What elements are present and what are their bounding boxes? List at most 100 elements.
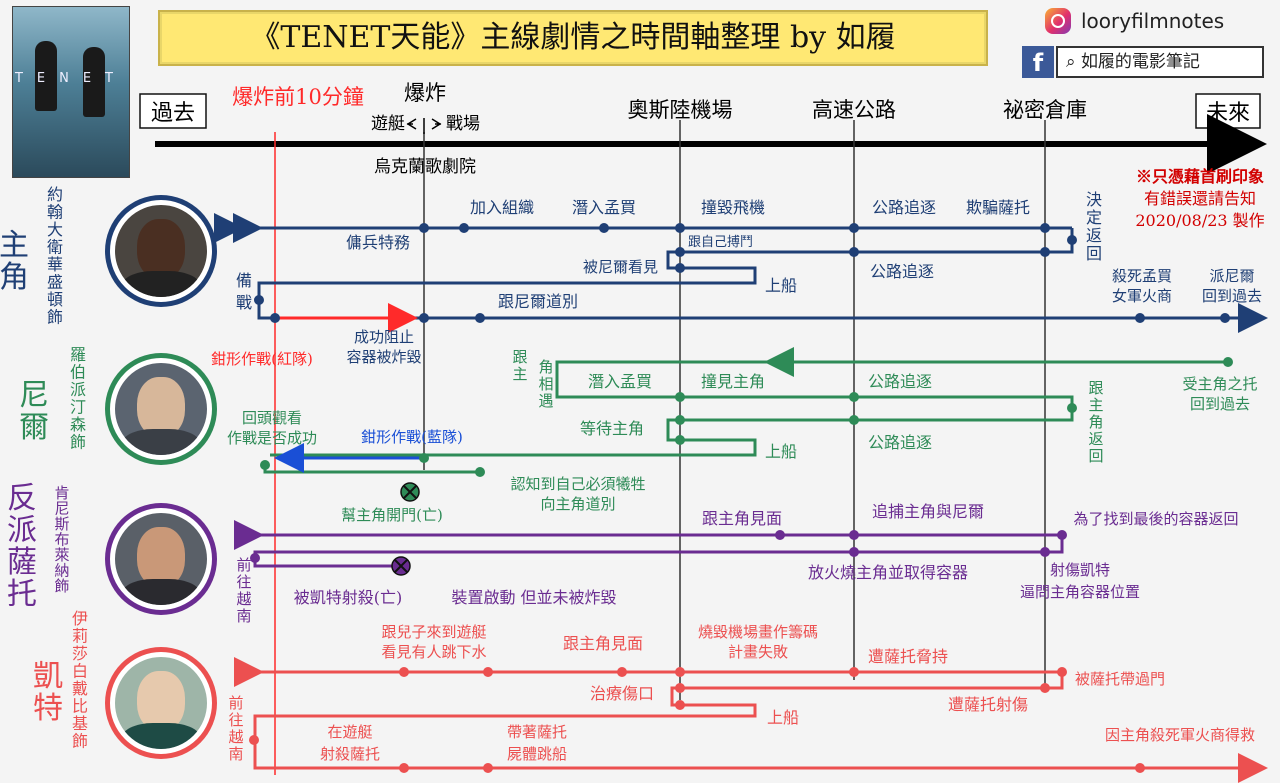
event-dot: [475, 313, 485, 323]
event-dot: [675, 223, 685, 233]
event-k-kill-1: 在遊艇: [327, 723, 372, 741]
event-dot: [1040, 683, 1050, 693]
event-k-hostage: 遭薩托脅持: [868, 647, 948, 666]
event-n-chase2: 公路追逐: [868, 433, 932, 452]
event-n-sent-1: 受主角之托: [1182, 375, 1257, 393]
event-dot: [849, 392, 859, 402]
disclaimer-line-3: 2020/08/23 製作: [1135, 211, 1264, 230]
milestone-opera: 烏克蘭歌劇院: [374, 157, 476, 177]
event-dot: [617, 667, 627, 677]
avatar-protagonist: [110, 200, 212, 302]
event-dot: [1135, 313, 1145, 323]
event-dot: [1067, 235, 1077, 245]
event-dot: [1220, 313, 1230, 323]
movie-poster: TENET: [12, 6, 130, 178]
event-k-kill-2: 射殺薩托: [320, 745, 380, 763]
event-p-seen-by-neil: 被尼爾看見: [583, 258, 658, 276]
event-dot: [483, 763, 493, 773]
event-p-kill-2: 女軍火商: [1112, 287, 1172, 305]
event-p-stopped-2: 容器被炸毀: [346, 348, 421, 366]
event-n-chase: 公路追逐: [868, 372, 932, 391]
character-labels: 主角約翰大衛華盛頓飾尼爾羅伯派汀森飾反派薩托肯尼斯布萊納飾凱特伊莉莎白戴比基飾決…: [0, 185, 1104, 763]
disclaimer-line-1: ※只憑藉首刷印象: [1136, 167, 1264, 186]
event-n-open-door: 幫主角開門(亡): [341, 506, 443, 524]
event-p-stopped-1: 成功阻止: [354, 328, 414, 346]
avatar-face: [137, 527, 185, 587]
role-sator: 反派薩托: [7, 481, 37, 612]
event-dot: [1057, 667, 1067, 677]
event-dot: [1067, 403, 1077, 413]
facebook-search[interactable]: f ⌕ 如履的電影筆記: [1022, 46, 1264, 78]
event-s-device: 裝置啟動 但並未被炸毀: [451, 588, 616, 607]
facebook-page-text: 如履的電影筆記: [1080, 52, 1200, 72]
avatar-sator: [110, 508, 212, 610]
actor-kat: 伊莉莎白戴比基飾: [72, 609, 88, 751]
milestone-vault: 祕密倉庫: [1003, 98, 1087, 122]
event-n-wait: 等待主角: [580, 419, 644, 438]
event-n-mumbai: 潛入孟買: [588, 372, 652, 391]
event-n-lookback-2: 作戰是否成功: [227, 429, 317, 447]
event-p-chase: 公路追逐: [872, 198, 936, 217]
event-k-heal: 治療傷口: [590, 684, 654, 703]
event-dot: [270, 313, 280, 323]
event-n-lookback-1: 回頭觀看: [242, 409, 302, 427]
event-dot: [249, 735, 259, 745]
actor-sator: 肯尼斯布萊納飾: [54, 484, 69, 595]
neil-death-mark: [400, 482, 420, 502]
role-protagonist: 主角: [0, 228, 29, 295]
event-p-send-1: 派尼爾: [1209, 267, 1254, 285]
event-dot: [459, 223, 469, 233]
event-k-jump-2: 屍體跳船: [507, 745, 567, 763]
event-n-bump: 撞見主角: [701, 372, 765, 391]
event-n-meet-a: 跟主: [512, 348, 527, 383]
sator-lines: [238, 533, 1064, 568]
past-label: 過去: [151, 101, 195, 126]
event-dot: [675, 263, 685, 273]
event-p-cheat: 欺騙薩托: [966, 198, 1030, 217]
future-label: 未來: [1206, 101, 1250, 126]
event-dot: [1223, 357, 1233, 367]
avatar-neil: [110, 358, 212, 460]
event-p-kill-1: 殺死孟買: [1112, 267, 1172, 285]
sator-death-mark: [391, 556, 411, 576]
event-s-shot-kat-1: 射傷凱特: [1050, 561, 1110, 579]
kat-lines: [238, 670, 1268, 783]
event-dot: [419, 313, 429, 323]
event-n-blue-op: 鉗形作戰(藍隊): [361, 428, 463, 446]
neil-line-main: [270, 360, 1228, 457]
avatar-body: [121, 429, 201, 455]
event-dot: [1040, 247, 1050, 257]
avatar-kat: [110, 652, 212, 754]
event-dot: [1040, 547, 1050, 557]
kat-line-later: [253, 672, 1268, 783]
instagram-icon: [1045, 8, 1071, 34]
event-p-mercenary: 傭兵特務: [346, 233, 410, 252]
milestone-ten-minutes: 爆炸前10分鐘: [232, 85, 364, 109]
event-s-fire: 放火燒主角並取得容器: [808, 563, 968, 582]
past-box: [139, 93, 207, 129]
event-p-join: 加入組織: [470, 198, 534, 217]
event-n-follow: 跟主角返回: [1088, 379, 1103, 465]
event-k-meet: 跟主角見面: [563, 634, 643, 653]
event-k-yacht-2: 看見有人跳下水: [381, 643, 486, 661]
event-n-meet-b: 角相遇: [538, 358, 553, 410]
event-p-mumbai: 潛入孟買: [572, 198, 636, 217]
event-dot: [849, 415, 859, 425]
event-dot: [419, 453, 429, 463]
event-k-boat: 上船: [767, 708, 799, 727]
event-dot: [675, 667, 685, 677]
event-s-find: 為了找到最後的容器返回: [1073, 510, 1238, 528]
event-dot: [1135, 763, 1145, 773]
poster-title: TENET: [14, 71, 128, 86]
event-dot: [260, 460, 270, 470]
facebook-icon: f: [1022, 46, 1054, 78]
event-k-saved: 因主角殺死軍火商得救: [1105, 726, 1255, 744]
event-dot: [1040, 223, 1050, 233]
event-dot: [675, 700, 685, 710]
poster-figure: [35, 41, 57, 111]
instagram-handle[interactable]: looryfilmnotes: [1045, 8, 1224, 34]
avatar-body: [121, 723, 201, 749]
event-dot: [849, 530, 859, 540]
